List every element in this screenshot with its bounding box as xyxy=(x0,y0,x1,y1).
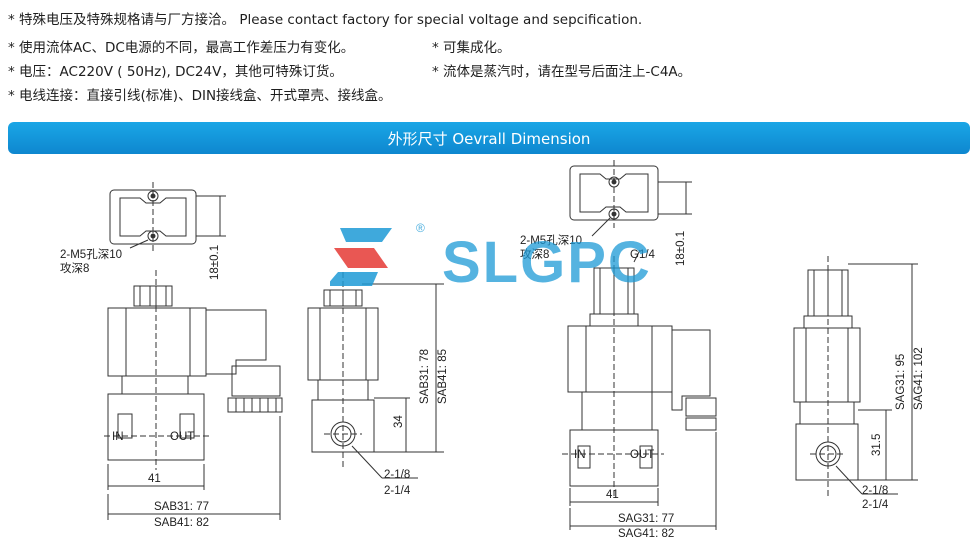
right-front-view xyxy=(562,249,717,530)
left-total-a: SAB31: 77 xyxy=(154,501,209,513)
left-port-b: 2-1/4 xyxy=(384,485,411,497)
logo-mark-icon: SLGPC ® xyxy=(326,221,650,295)
note-line-2b: * 可集成化。 xyxy=(432,40,511,56)
note-line-1: * 特殊电压及特殊规格请与厂方接洽。 Please contact factor… xyxy=(8,12,643,28)
right-thread-label-a: 2-M5孔深10 xyxy=(520,233,582,247)
right-dim-18: 18±0.1 xyxy=(675,231,687,266)
note-line-4: * 电线连接：直接引线(标准)、DIN接线盒、开式罩壳、接线盒。 xyxy=(8,88,392,104)
right-side-view xyxy=(793,256,918,496)
left-out-label: OUT xyxy=(170,431,194,443)
left-in-label: IN xyxy=(112,431,124,443)
left-side-dim-34: 34 xyxy=(393,415,405,428)
right-total-a: SAG31: 77 xyxy=(618,513,674,525)
left-thread-label-a: 2-M5孔深10 xyxy=(60,247,122,261)
section-banner: 外形尺寸 Oevrall Dimension xyxy=(8,122,970,154)
left-side-height-a: SAB31: 78 xyxy=(419,349,431,404)
right-out-label: OUT xyxy=(630,449,654,461)
right-thread-label-b: 攻深8 xyxy=(520,247,549,261)
right-port-b: 2-1/4 xyxy=(862,499,889,511)
right-top-view xyxy=(569,160,692,237)
banner-title: 外形尺寸 Oevrall Dimension xyxy=(387,130,591,148)
right-side-height-a: SAG31: 95 xyxy=(895,354,907,410)
left-front-view xyxy=(104,270,283,520)
left-port-a: 2-1/8 xyxy=(384,469,410,481)
note-line-3a: * 电压：AC220V ( 50Hz), DC24V，其他可特殊订货。 xyxy=(8,64,343,80)
right-side-dim-315: 31.5 xyxy=(871,434,883,456)
watermark-logo: SLGPC ® xyxy=(326,218,650,302)
logo-text: SLGPC xyxy=(442,230,650,295)
right-in-label: IN xyxy=(574,449,586,461)
right-port-a: 2-1/8 xyxy=(862,485,888,497)
registered-mark: ® xyxy=(416,221,425,235)
left-top-view xyxy=(109,182,226,252)
left-dim-18: 18±0.1 xyxy=(209,245,221,280)
left-thread-label-b: 攻深8 xyxy=(60,261,89,275)
right-dim-41: 41 xyxy=(606,489,619,501)
left-side-view xyxy=(307,272,444,479)
left-dim-41: 41 xyxy=(148,473,161,485)
note-line-3b: * 流体是蒸汽时，请在型号后面注上-C4A。 xyxy=(432,64,692,80)
right-side-height-b: SAG41: 102 xyxy=(913,347,925,410)
left-side-height-b: SAB41: 85 xyxy=(437,349,449,404)
note-line-2a: * 使用流体AC、DC电源的不同，最高工作差压力有变化。 xyxy=(8,40,355,56)
right-g14-label: G1/4 xyxy=(630,249,656,261)
right-total-b: SAG41: 82 xyxy=(618,528,674,540)
left-total-b: SAB41: 82 xyxy=(154,517,209,529)
